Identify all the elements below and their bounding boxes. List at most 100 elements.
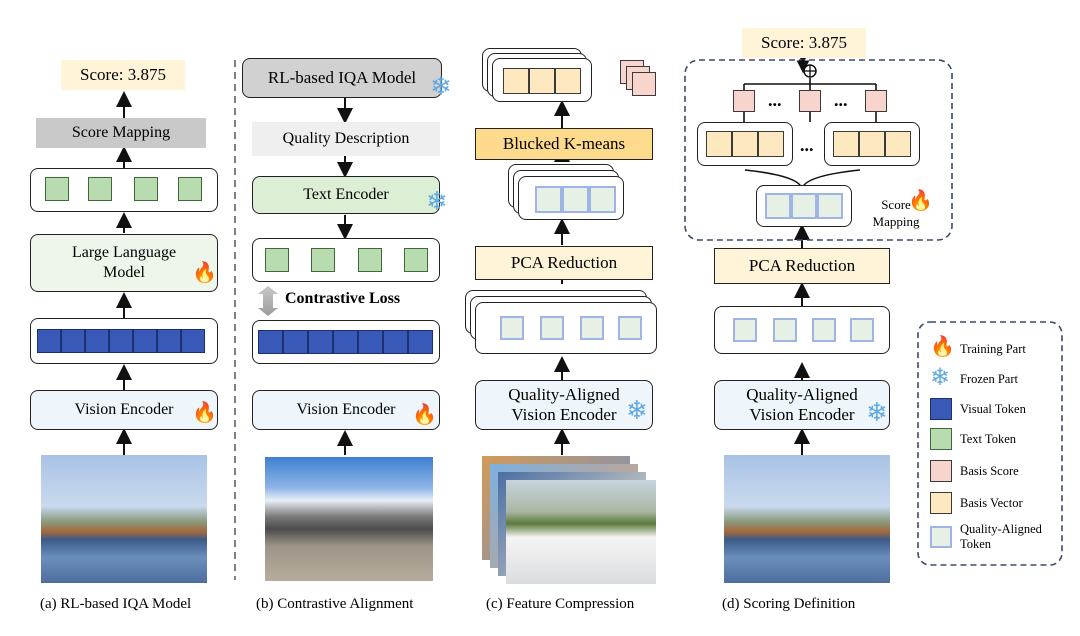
text-token: [45, 177, 69, 201]
basis-vector-token: [758, 131, 784, 157]
visual-token: [85, 329, 109, 353]
qa-encoder-d: Quality-Aligned Vision Encoder: [714, 380, 890, 430]
mountain-photo-b: [265, 457, 433, 581]
vision-encoder-a: Vision Encoder: [30, 390, 218, 430]
fire-icon: 🔥: [930, 336, 955, 358]
fire-icon: 🔥: [192, 262, 217, 284]
qa-token: [773, 318, 797, 342]
qa-encoder-label: Quality-Aligned Vision Encoder: [508, 385, 620, 424]
legend-basis-score-swatch: [930, 460, 952, 482]
score-mapping-frame: [684, 59, 953, 241]
bridge-photo-a: [41, 455, 207, 583]
qa-token: [791, 193, 817, 219]
contrastive-loss-label: Contrastive Loss: [285, 290, 401, 307]
basis-vector-token: [833, 131, 859, 157]
qa-token: [500, 316, 524, 340]
qa-token: [733, 318, 757, 342]
quality-description-label: Quality Description: [282, 130, 410, 147]
llm-label: Large Language Model: [71, 244, 177, 281]
visual-token: [157, 329, 181, 353]
visual-token: [37, 329, 61, 353]
text-encoder-label: Text Encoder: [303, 186, 389, 203]
qa-encoder-label: Quality-Aligned Vision Encoder: [746, 385, 858, 424]
visual-token: [133, 329, 157, 353]
basis-vector-token: [503, 68, 529, 94]
qa-token: [817, 193, 843, 219]
visual-token: [408, 330, 433, 354]
score-label-d: Score: 3.875: [761, 33, 847, 52]
text-token: [404, 248, 428, 272]
text-token: [265, 248, 289, 272]
qa-encoder-c: Quality-Aligned Vision Encoder: [475, 380, 653, 430]
text-token: [178, 177, 202, 201]
ellipsis: ...: [800, 135, 814, 155]
legend-text: Text Token: [960, 432, 1016, 446]
text-token: [88, 177, 112, 201]
visual-token: [61, 329, 85, 353]
text-token: [358, 248, 382, 272]
kmeans-label: Blucked K-means: [502, 134, 626, 153]
legend-basis-vector: Basis Vector: [960, 496, 1023, 510]
rl-model-box-b: RL-based IQA Model: [242, 58, 442, 98]
qa-token: [589, 186, 616, 213]
basis-score-token: [799, 90, 821, 112]
legend-visual: Visual Token: [960, 402, 1026, 416]
legend-training: Training Part: [960, 342, 1026, 356]
basis-vector-token: [529, 68, 555, 94]
snowflake-icon: ❄: [930, 365, 951, 391]
caption-d: (d) Scoring Definition: [722, 596, 856, 612]
qa-token: [535, 186, 562, 213]
basis-vector-token: [859, 131, 885, 157]
legend-qa-swatch: [930, 526, 952, 548]
rl-model-label: RL-based IQA Model: [267, 68, 417, 87]
contrastive-double-arrow: [258, 286, 278, 316]
qa-token: [812, 318, 836, 342]
basis-score-stack: [632, 72, 656, 96]
pca-label: PCA Reduction: [748, 256, 856, 275]
basis-vector-token: [555, 68, 581, 94]
church-photo-c: [506, 480, 656, 584]
pca-label: PCA Reduction: [510, 253, 618, 272]
ellipsis: ...: [834, 90, 848, 110]
qa-token: [618, 316, 642, 340]
ellipsis: ...: [768, 90, 782, 110]
text-token: [134, 177, 158, 201]
basis-vector-token: [706, 131, 732, 157]
legend-visual-swatch: [930, 398, 952, 420]
llm-box-a: Large Language Model: [30, 234, 218, 292]
quality-description-b: Quality Description: [252, 122, 440, 156]
legend-frame: [917, 321, 1063, 566]
visual-token: [358, 330, 383, 354]
score-box-a: Score: 3.875: [61, 60, 185, 90]
snowflake-icon: ❄: [426, 187, 448, 216]
visual-token: [308, 330, 333, 354]
pca-box-d: PCA Reduction: [714, 248, 890, 284]
basis-vector-token: [885, 131, 911, 157]
visual-token: [333, 330, 358, 354]
vision-encoder-label: Vision Encoder: [296, 401, 396, 418]
vision-encoder-b: Vision Encoder: [252, 390, 440, 430]
visual-token: [109, 329, 133, 353]
text-encoder-b: Text Encoder: [252, 176, 440, 214]
text-token: [311, 248, 335, 272]
snowflake-icon: ❄: [866, 398, 888, 427]
visual-token: [181, 329, 205, 353]
basis-vector-token: [732, 131, 758, 157]
fire-icon: 🔥: [192, 402, 217, 424]
legend-basis-vector-swatch: [930, 492, 952, 514]
legend-basis-score: Basis Score: [960, 464, 1019, 478]
legend-qa: Quality-Aligned Token: [960, 522, 1042, 551]
vision-encoder-label: Vision Encoder: [74, 401, 174, 418]
pca-box-c: PCA Reduction: [475, 246, 653, 280]
basis-score-token: [865, 90, 887, 112]
visual-token: [258, 330, 283, 354]
qa-token: [765, 193, 791, 219]
qa-token: [580, 316, 604, 340]
snowflake-icon: ❄: [626, 396, 648, 425]
fire-icon: 🔥: [908, 190, 933, 212]
legend-text-swatch: [930, 428, 952, 450]
bridge-photo-d: [724, 455, 890, 583]
fire-icon: 🔥: [412, 404, 437, 426]
qa-token: [562, 186, 589, 213]
